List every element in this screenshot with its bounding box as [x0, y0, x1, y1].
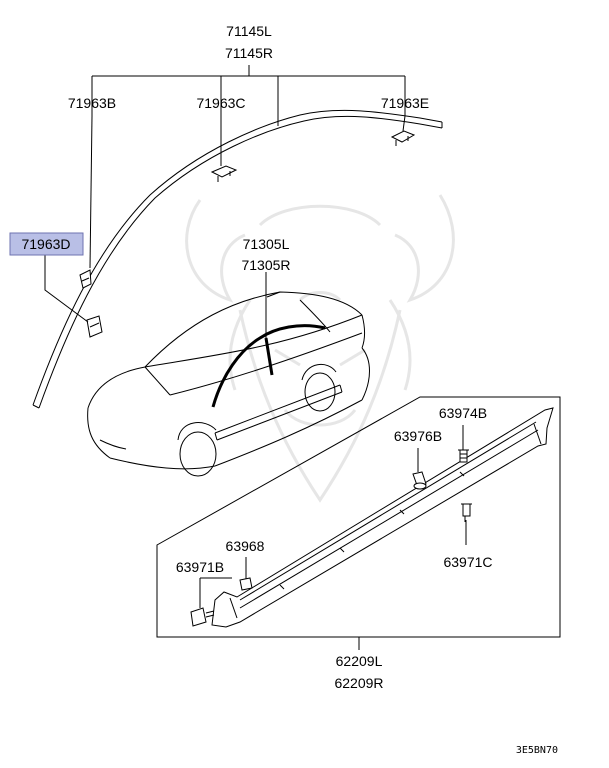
- nut-63968[interactable]: [239, 577, 253, 591]
- screw-63974b[interactable]: [458, 449, 469, 463]
- label-63971c[interactable]: 63971C: [443, 554, 492, 570]
- label-71963d[interactable]: 71963D: [21, 236, 70, 252]
- leader-lines: [44, 65, 467, 650]
- side-sill-garnish[interactable]: [211, 407, 554, 628]
- label-71963c[interactable]: 71963C: [196, 95, 245, 111]
- clip-63976b[interactable]: [412, 471, 427, 490]
- label-62209r[interactable]: 62209R: [334, 675, 383, 691]
- screw-63971b[interactable]: [190, 607, 215, 627]
- car-side-sill: [214, 384, 343, 441]
- door-window-moulding[interactable]: [211, 324, 326, 408]
- label-71305r[interactable]: 71305R: [241, 257, 290, 273]
- label-71305l[interactable]: 71305L: [243, 236, 290, 252]
- watermark-emblem: [185, 194, 455, 503]
- side-sill-callout-box: [156, 396, 561, 638]
- screw-63971c[interactable]: [461, 503, 472, 522]
- roof-drip-moulding[interactable]: [32, 109, 443, 409]
- label-63976b[interactable]: 63976B: [394, 428, 442, 444]
- label-63968[interactable]: 63968: [226, 538, 265, 554]
- rear-wheel: [301, 364, 337, 412]
- label-71963e[interactable]: 71963E: [381, 95, 429, 111]
- label-63974b[interactable]: 63974B: [439, 405, 487, 421]
- clip-71963c[interactable]: [210, 165, 238, 182]
- highlighted-part-box: [9, 232, 84, 256]
- label-71963b[interactable]: 71963B: [68, 95, 116, 111]
- clip-71963b[interactable]: [79, 269, 92, 289]
- label-62209l[interactable]: 62209L: [336, 653, 383, 669]
- label-71145r[interactable]: 71145R: [225, 45, 273, 61]
- diagram-code: 3E5BN70: [516, 745, 558, 756]
- clip-71963e[interactable]: [390, 130, 416, 146]
- label-63971b[interactable]: 63971B: [176, 559, 224, 575]
- front-wheel: [177, 422, 217, 477]
- car-body: [87, 291, 370, 470]
- clip-71963d[interactable]: [86, 315, 103, 338]
- label-71145l[interactable]: 71145L: [226, 23, 272, 39]
